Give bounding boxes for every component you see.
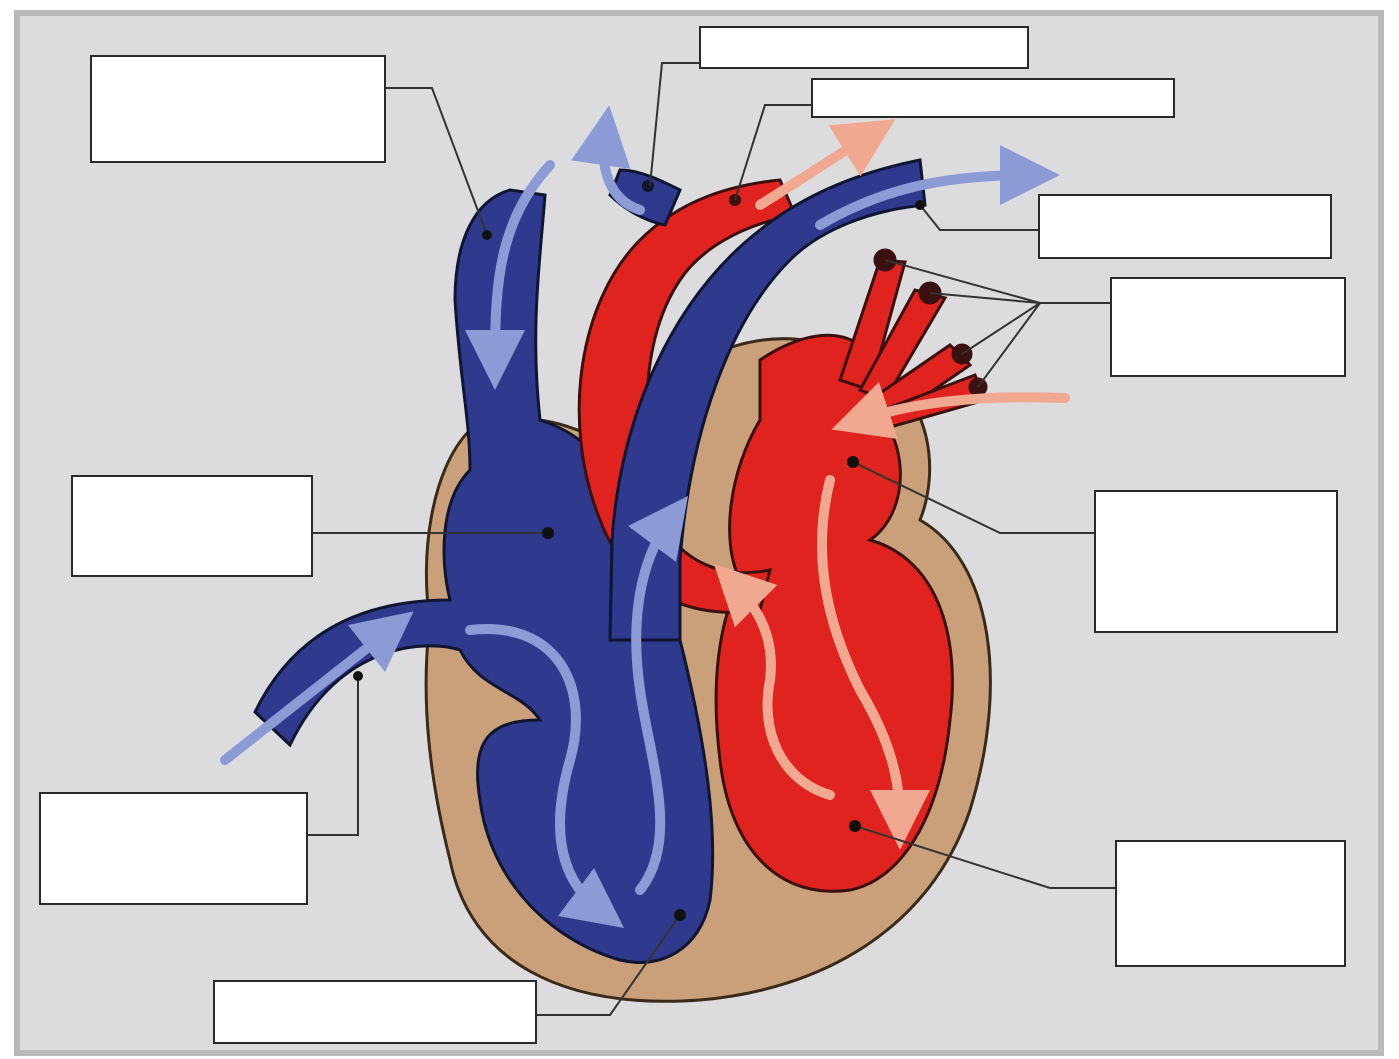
label-box-pulmonary-veins[interactable]	[1110, 277, 1346, 377]
label-box-left-atrium[interactable]	[1094, 490, 1338, 633]
label-box-right-atrium[interactable]	[71, 475, 313, 577]
label-box-right-ventricle[interactable]	[213, 980, 537, 1044]
label-box-aorta[interactable]	[811, 78, 1175, 118]
label-box-pulmonary-artery[interactable]	[699, 26, 1029, 69]
label-box-inferior-vena-cava[interactable]	[39, 792, 308, 905]
label-box-pulmonary-artery-branch[interactable]	[1038, 194, 1332, 259]
label-box-left-ventricle[interactable]	[1115, 840, 1346, 967]
label-box-superior-vena-cava[interactable]	[90, 55, 386, 163]
